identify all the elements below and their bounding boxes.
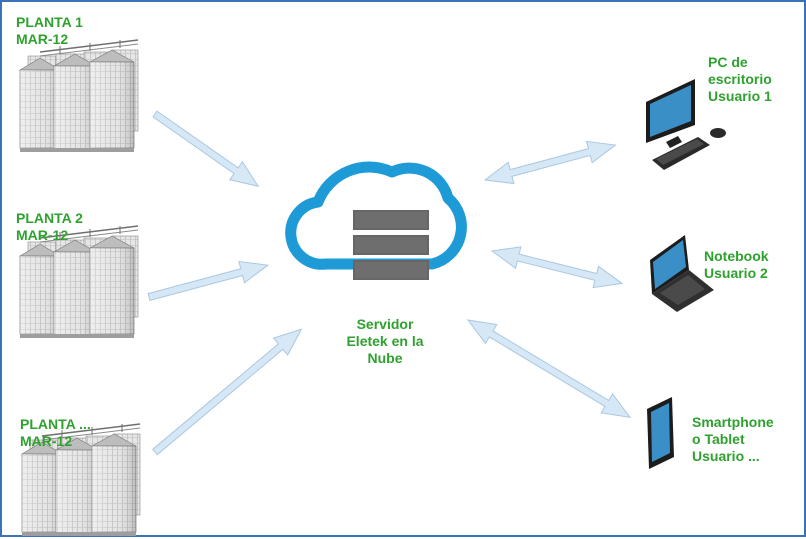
arrow-plant1-to-server: [152, 110, 260, 188]
plant-model: MAR-12: [16, 227, 69, 243]
plant-model: MAR-12: [16, 31, 69, 47]
plant-label: PLANTA 2 MAR-12: [16, 210, 83, 244]
device-label-line: Notebook: [704, 248, 769, 264]
arrow-server-desktop: [483, 140, 617, 185]
server-label-line: Eletek en la: [346, 333, 424, 349]
server-label: Servidor Eletek en la Nube: [320, 316, 450, 367]
cloud-server-icon: [285, 161, 467, 280]
server-label-line: Servidor: [356, 316, 414, 332]
arrow-plant3-to-server: [152, 328, 303, 456]
plant-label: PLANTA 1 MAR-12: [16, 14, 83, 48]
device-label-laptop: Notebook Usuario 2: [704, 248, 769, 282]
plant-label: PLANTA ... MAR-12: [20, 416, 91, 450]
plant-name: PLANTA ...: [20, 416, 91, 432]
plant-model: MAR-12: [20, 433, 73, 449]
device-label-line: escritorio: [708, 71, 772, 87]
tablet-icon: [647, 397, 674, 469]
device-label-tablet: Smartphone o Tablet Usuario ...: [692, 414, 774, 465]
device-label-line: o Tablet: [692, 431, 745, 447]
plant-name: PLANTA 1: [16, 14, 83, 30]
arrow-server-laptop: [490, 246, 624, 289]
laptop-icon: [650, 235, 714, 312]
device-label-line: Usuario 1: [708, 88, 772, 104]
device-label-desktop: PC de escritorio Usuario 1: [708, 54, 772, 105]
device-label-line: Usuario 2: [704, 265, 768, 281]
device-label-line: PC de: [708, 54, 748, 70]
device-label-line: Smartphone: [692, 414, 774, 430]
plant-name: PLANTA 2: [16, 210, 83, 226]
desktop-pc-icon: [646, 79, 726, 170]
device-label-line: Usuario ...: [692, 448, 760, 464]
server-label-line: Nube: [367, 350, 403, 366]
silo-group-icon: [19, 39, 139, 153]
arrow-server-tablet: [466, 319, 632, 419]
arrow-plant2-to-server: [147, 260, 270, 301]
